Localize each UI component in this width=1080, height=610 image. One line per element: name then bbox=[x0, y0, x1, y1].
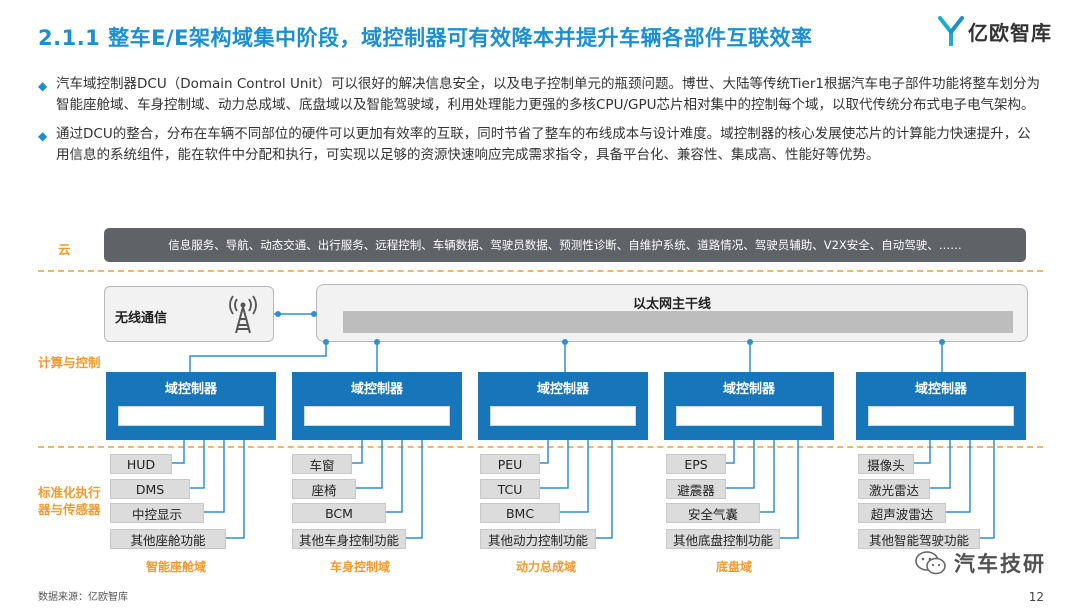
wireless-box: 无线通信 bbox=[104, 286, 274, 342]
controller-label: 域控制器 bbox=[722, 382, 775, 397]
controller-slot bbox=[490, 406, 636, 426]
sensor-box: 座椅 bbox=[292, 479, 356, 499]
sensor-box: PEU bbox=[480, 454, 540, 474]
bullet-text: 通过DCU的整合，分布在车辆不同部位的硬件可以更加有效率的互联，同时节省了整车的… bbox=[56, 126, 1031, 163]
sensor-box: 车窗 bbox=[292, 454, 352, 474]
layer-label-cloud: 云 bbox=[58, 242, 71, 257]
domain-controller: 域控制器 bbox=[478, 372, 648, 440]
wireless-label: 无线通信 bbox=[115, 311, 168, 326]
sensor-box: 其他座舱功能 bbox=[110, 529, 226, 549]
sensor-box: 其他车身控制功能 bbox=[292, 529, 406, 549]
page-number: 12 bbox=[1028, 590, 1044, 604]
controller-slot bbox=[676, 406, 822, 426]
controller-label: 域控制器 bbox=[350, 382, 403, 397]
sensor-box: 避震器 bbox=[666, 479, 726, 499]
ethernet-backbone: 以太网主干线 bbox=[316, 284, 1028, 342]
domain-label: 动力总成域 bbox=[516, 560, 577, 574]
domain-label: 底盘域 bbox=[716, 560, 753, 574]
bullet-text: 汽车域控制器DCU（Domain Control Unit）可以很好的解决信息安… bbox=[56, 76, 1040, 113]
watermark-text: 汽车技研 bbox=[954, 552, 1046, 576]
controller-slot bbox=[304, 406, 450, 426]
domain-label: 智能座舱域 bbox=[146, 560, 207, 574]
sensor-box: BMC bbox=[480, 503, 560, 523]
bullet-item: ◆ 通过DCU的整合，分布在车辆不同部位的硬件可以更加有效率的互联，同时节省了整… bbox=[38, 124, 1043, 166]
layer-label-sensors: 标准化执行 器与传感器 bbox=[38, 484, 101, 518]
sensor-box: EPS bbox=[666, 454, 726, 474]
sensor-box: BCM bbox=[292, 503, 386, 523]
controller-label: 域控制器 bbox=[914, 382, 967, 397]
sensor-box: 其他底盘控制功能 bbox=[666, 529, 780, 549]
controller-label: 域控制器 bbox=[536, 382, 589, 397]
domain-label: 车身控制域 bbox=[330, 560, 391, 574]
layer-divider bbox=[38, 446, 1043, 448]
sensor-box: 中控显示 bbox=[110, 503, 204, 523]
sensor-box: 激光雷达 bbox=[858, 479, 930, 499]
layer-label-sensors-line1: 标准化执行 bbox=[38, 485, 101, 500]
page-title: 2.1.1 整车E/E架构域集中阶段，域控制器可有效降本并提升车辆各部件互联效率 bbox=[38, 26, 813, 50]
diamond-icon: ◆ bbox=[38, 79, 48, 93]
bullet-item: ◆ 汽车域控制器DCU（Domain Control Unit）可以很好的解决信… bbox=[38, 74, 1043, 116]
sensor-box: 超声波雷达 bbox=[858, 503, 946, 523]
layer-label-sensors-line2: 器与传感器 bbox=[38, 502, 101, 517]
controller-label: 域控制器 bbox=[164, 382, 217, 397]
logo-text: 亿欧智库 bbox=[968, 20, 1052, 45]
logo-icon bbox=[938, 16, 964, 46]
sensor-box: HUD bbox=[110, 454, 172, 474]
antenna-tower-icon bbox=[229, 295, 257, 334]
domain-controller: 域控制器 bbox=[664, 372, 834, 440]
domain-controller: 域控制器 bbox=[106, 372, 276, 440]
bullet-list: ◆ 汽车域控制器DCU（Domain Control Unit）可以很好的解决信… bbox=[38, 74, 1043, 174]
diamond-icon: ◆ bbox=[38, 129, 48, 143]
ethernet-label: 以太网主干线 bbox=[632, 297, 711, 312]
sensor-box: 其他动力控制功能 bbox=[480, 529, 596, 549]
cloud-services-bar: 信息服务、导航、动态交通、出行服务、远程控制、车辆数据、驾驶员数据、预测性诊断、… bbox=[104, 228, 1026, 262]
sensor-box: TCU bbox=[480, 479, 540, 499]
sensor-box: DMS bbox=[110, 479, 190, 499]
cloud-services-text: 信息服务、导航、动态交通、出行服务、远程控制、车辆数据、驾驶员数据、预测性诊断、… bbox=[168, 238, 962, 252]
sensor-box: 安全气囊 bbox=[666, 503, 760, 523]
data-source: 数据来源：亿欧智库 bbox=[38, 592, 128, 603]
domain-controller: 域控制器 bbox=[292, 372, 462, 440]
watermark: 汽车技研 bbox=[914, 548, 1046, 578]
controller-slot bbox=[868, 406, 1014, 426]
sensor-box: 摄像头 bbox=[858, 454, 914, 474]
layer-label-compute: 计算与控制 bbox=[38, 355, 101, 370]
ethernet-bus-bar bbox=[343, 311, 1013, 333]
layer-divider bbox=[38, 270, 1043, 272]
domain-controller: 域控制器 bbox=[856, 372, 1026, 440]
controller-slot bbox=[118, 406, 264, 426]
brand-logo: 亿欧智库 bbox=[938, 16, 1052, 46]
wechat-icon bbox=[915, 551, 946, 575]
sensor-box: 其他智能驾驶功能 bbox=[858, 529, 980, 549]
